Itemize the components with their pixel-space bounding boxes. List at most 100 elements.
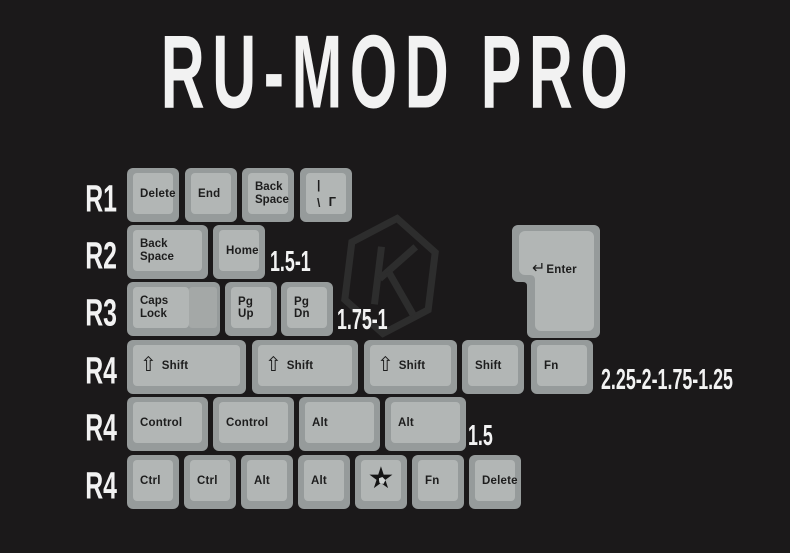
- keycap-top: Control: [219, 402, 288, 443]
- key-shift-2u: ⇧ Shift: [252, 340, 358, 394]
- keycap-step: [189, 287, 217, 328]
- keycap-top: Home: [219, 230, 259, 271]
- key-fn-125u: Fn: [531, 340, 593, 394]
- key-end: End: [185, 168, 237, 222]
- key-legend: Shift: [475, 359, 502, 372]
- shift-arrow-icon: ⇧: [140, 353, 157, 376]
- key-control-2: Control: [213, 397, 294, 451]
- key-legend: Delete: [140, 187, 176, 200]
- keycap-top: Shift: [468, 345, 518, 386]
- star-icon-detail: [378, 477, 386, 484]
- keycap-top: | \ Г: [306, 173, 346, 214]
- key-legend-top-left: |: [317, 178, 321, 192]
- keycap-top: Pg Dn: [287, 287, 327, 328]
- keycap-top: Control: [133, 402, 202, 443]
- key-legend: Pg Dn: [294, 295, 310, 320]
- enter-key-top: [519, 231, 594, 331]
- keycap-top: Fn: [537, 345, 587, 386]
- keycap-top: Fn: [418, 460, 458, 501]
- key-legend: Delete: [482, 474, 518, 487]
- shift-arrow-icon: ⇧: [377, 353, 394, 376]
- keycap-top: Delete: [475, 460, 518, 501]
- keycap-top: ⇧ Shift: [258, 345, 352, 386]
- key-legend: Alt: [312, 416, 328, 429]
- key-pipe-backslash: | \ Г: [300, 168, 352, 222]
- row-label: R1: [85, 177, 117, 220]
- key-alt-15u-2: Alt: [385, 397, 466, 451]
- keycap-top: Delete: [133, 173, 176, 214]
- key-legend: Alt: [398, 416, 414, 429]
- key-ctrl-2: Ctrl: [184, 455, 236, 509]
- size-annotation: 1.75-1: [337, 304, 388, 336]
- row-label: R4: [85, 406, 117, 449]
- key-legend: End: [198, 187, 221, 200]
- logo-hexagon: [341, 214, 439, 338]
- key-pg-dn: Pg Dn: [281, 282, 333, 336]
- return-arrow-icon: ↵: [532, 260, 546, 277]
- key-alt-1u-2: Alt: [298, 455, 350, 509]
- key-shift-125u: Shift: [462, 340, 524, 394]
- keycap-top: Alt: [391, 402, 460, 443]
- key-fn-1u: Fn: [412, 455, 464, 509]
- size-annotation: 1.5: [468, 420, 493, 452]
- key-legend: Shift: [398, 359, 426, 372]
- key-home: Home: [213, 225, 265, 279]
- size-annotation: 2.25-2-1.75-1.25: [601, 364, 733, 396]
- key-alt-1u-1: Alt: [241, 455, 293, 509]
- key-star: ★: [355, 455, 407, 509]
- key-ctrl-1: Ctrl: [127, 455, 179, 509]
- key-legend: Shift: [161, 359, 189, 372]
- row-label: R3: [85, 291, 117, 334]
- keycap-top: Alt: [305, 402, 374, 443]
- keycap-top: Ctrl: [133, 460, 173, 501]
- key-legend: Home: [226, 244, 259, 257]
- row-label: R4: [85, 464, 117, 507]
- row-label: R2: [85, 234, 117, 277]
- key-control-1: Control: [127, 397, 208, 451]
- row-label: R4: [85, 349, 117, 392]
- keycap-top: ⇧ Shift: [133, 345, 240, 386]
- key-legend: Control: [226, 416, 269, 429]
- keycap-top: Alt: [304, 460, 344, 501]
- kit-title: RU-MOD PRO: [160, 13, 636, 131]
- size-annotation: 1.5-1: [270, 246, 311, 278]
- key-legend: Ctrl: [197, 474, 218, 487]
- key-shift-175u: ⇧ Shift: [364, 340, 457, 394]
- hexagon-k-logo: [341, 214, 439, 338]
- key-legend: Control: [140, 416, 183, 429]
- key-legend-bottom-right: Г: [328, 194, 336, 209]
- keycap-top: Alt: [247, 460, 287, 501]
- keycap-top: End: [191, 173, 231, 214]
- key-iso-enter: ↵ Enter: [512, 225, 600, 338]
- key-delete: Delete: [127, 168, 179, 222]
- keycap-top: Ctrl: [190, 460, 230, 501]
- keycap-top: ★: [361, 460, 401, 501]
- key-legend: Alt: [311, 474, 327, 487]
- keycap-top: Pg Up: [231, 287, 271, 328]
- key-alt-15u-1: Alt: [299, 397, 380, 451]
- logo-letter-k: [370, 244, 419, 317]
- keycap-top: ⇧ Shift: [370, 345, 451, 386]
- key-shift-225u: ⇧ Shift: [127, 340, 246, 394]
- key-legend-mid-left: \: [317, 196, 321, 210]
- key-legend: Fn: [425, 474, 440, 487]
- key-legend: Alt: [254, 474, 270, 487]
- key-legend: Ctrl: [140, 474, 161, 487]
- star-icon: ★: [368, 464, 395, 494]
- key-legend: Shift: [286, 359, 314, 372]
- enter-key-legend: ↵ Enter: [532, 260, 577, 277]
- key-delete-1u: Delete: [469, 455, 521, 509]
- shift-arrow-icon: ⇧: [265, 353, 282, 376]
- key-legend: Fn: [544, 359, 559, 372]
- key-pg-up: Pg Up: [225, 282, 277, 336]
